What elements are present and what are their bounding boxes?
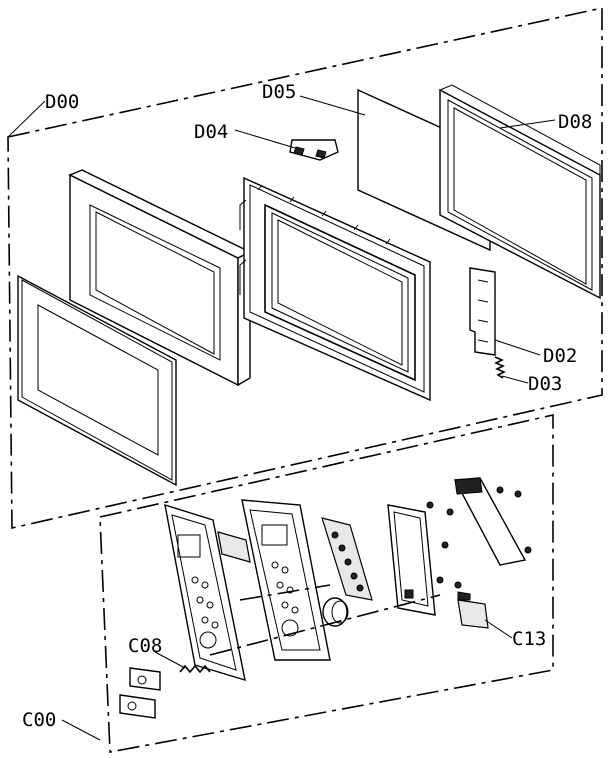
push-button-spring	[179, 664, 211, 674]
door-outer-frame	[439, 84, 601, 300]
label-c13: C13	[512, 628, 546, 650]
inner-door-frame	[239, 176, 431, 402]
pcb-board	[387, 504, 436, 616]
control-panel-frame	[241, 499, 331, 661]
label-d02: D02	[543, 345, 577, 367]
group-d00-boundary	[7, 7, 603, 529]
label-c08: C08	[128, 635, 162, 657]
latch-spring	[494, 356, 506, 379]
door-glass-panel	[17, 274, 177, 487]
group-c00-boundary	[99, 413, 554, 753]
screws	[426, 486, 532, 589]
control-knob	[322, 597, 349, 627]
label-d08: D08	[558, 111, 592, 133]
control-panel-cover	[164, 503, 246, 682]
mounting-bracket	[453, 477, 527, 566]
hinge-bracket	[289, 139, 339, 161]
part-labels: D00 D05 D04 D08 D02 D03 C08 C13 C00	[22, 81, 592, 731]
label-c00: C00	[22, 709, 56, 731]
label-d03: D03	[528, 373, 562, 395]
leader-lines	[7, 95, 556, 741]
label-d00: D00	[45, 91, 79, 113]
label-d04: D04	[194, 121, 228, 143]
door-switch	[457, 591, 489, 629]
push-button	[119, 667, 161, 719]
assembly-guide-lines	[209, 584, 441, 656]
label-d05: D05	[262, 81, 296, 103]
display-window	[217, 531, 251, 563]
rubber-keypad	[321, 517, 373, 601]
latch-hook	[469, 267, 496, 356]
door-frame	[68, 169, 252, 387]
